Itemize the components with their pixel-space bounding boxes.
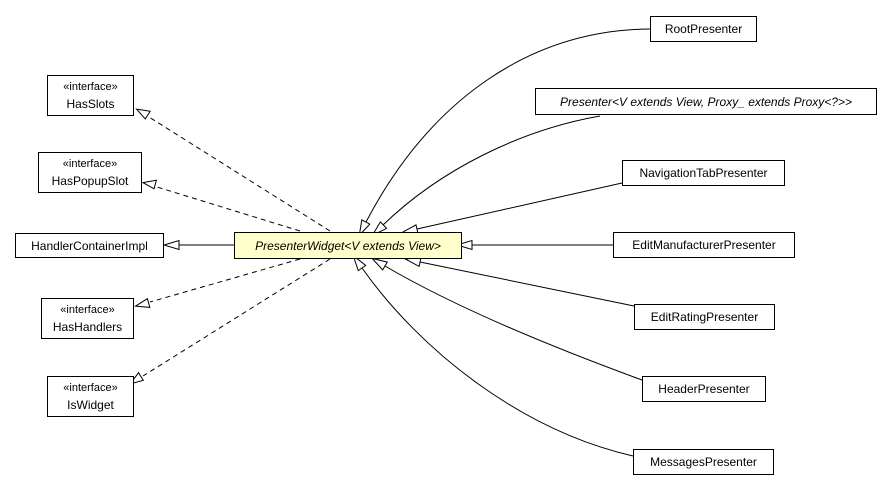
handlercontainerimpl-class[interactable]: HandlerContainerImpl xyxy=(15,233,164,258)
generalization-edge-editratingpresenter xyxy=(419,261,635,307)
hollow-arrowhead-icon xyxy=(134,297,151,308)
class-name: HasPopupSlot xyxy=(51,173,129,188)
realization-edge-hashandlers xyxy=(149,258,301,303)
hollow-arrowhead-icon xyxy=(455,239,473,251)
class-name: IsWidget xyxy=(67,397,114,412)
hollow-arrowhead-icon xyxy=(352,254,367,272)
rootpresenter-class[interactable]: RootPresenter xyxy=(650,16,757,42)
class-name: HasSlots xyxy=(66,96,115,111)
hollow-arrowhead-icon xyxy=(135,108,152,120)
generalization-edge-messagespresenter xyxy=(361,267,634,457)
editmanufacturerpresenter-class[interactable]: EditManufacturerPresenter xyxy=(613,232,795,258)
hasslots-interface[interactable]: «interface» HasSlots xyxy=(47,75,134,116)
stereotype-label: «interface» xyxy=(63,80,118,93)
messagespresenter-class[interactable]: MessagesPresenter xyxy=(633,449,774,475)
hollow-arrowhead-icon xyxy=(162,239,180,251)
hollow-arrowhead-icon xyxy=(358,219,371,237)
generalization-edge-headerpresenter xyxy=(384,265,643,381)
generalization-edge-navigationtabpresenter xyxy=(416,182,623,230)
generalization-edge-presenter xyxy=(382,115,601,226)
stereotype-label: «interface» xyxy=(63,381,118,394)
iswidget-interface[interactable]: «interface» IsWidget xyxy=(47,376,134,417)
navigationtabpresenter-class[interactable]: NavigationTabPresenter xyxy=(622,160,785,186)
haspopupslot-interface[interactable]: «interface» HasPopupSlot xyxy=(38,152,142,193)
hashandlers-interface[interactable]: «interface» HasHandlers xyxy=(41,298,134,339)
hollow-arrowhead-icon xyxy=(370,257,389,271)
headerpresenter-class[interactable]: HeaderPresenter xyxy=(642,376,766,402)
class-name: HasHandlers xyxy=(52,319,123,334)
presenter-class[interactable]: Presenter<V extends View, Proxy_ extends… xyxy=(535,88,877,115)
stereotype-label: «interface» xyxy=(62,157,118,170)
realization-edge-hasslots xyxy=(148,116,331,232)
generalization-edge-rootpresenter xyxy=(365,28,651,223)
realization-edge-haspopupslot xyxy=(156,186,301,232)
realization-edge-iswidget xyxy=(142,258,331,377)
stereotype-label: «interface» xyxy=(60,303,115,316)
editratingpresenter-class[interactable]: EditRatingPresenter xyxy=(634,304,775,330)
presenterwidget-class[interactable]: PresenterWidget<V extends View> xyxy=(234,232,462,259)
hollow-arrowhead-icon xyxy=(141,179,158,190)
